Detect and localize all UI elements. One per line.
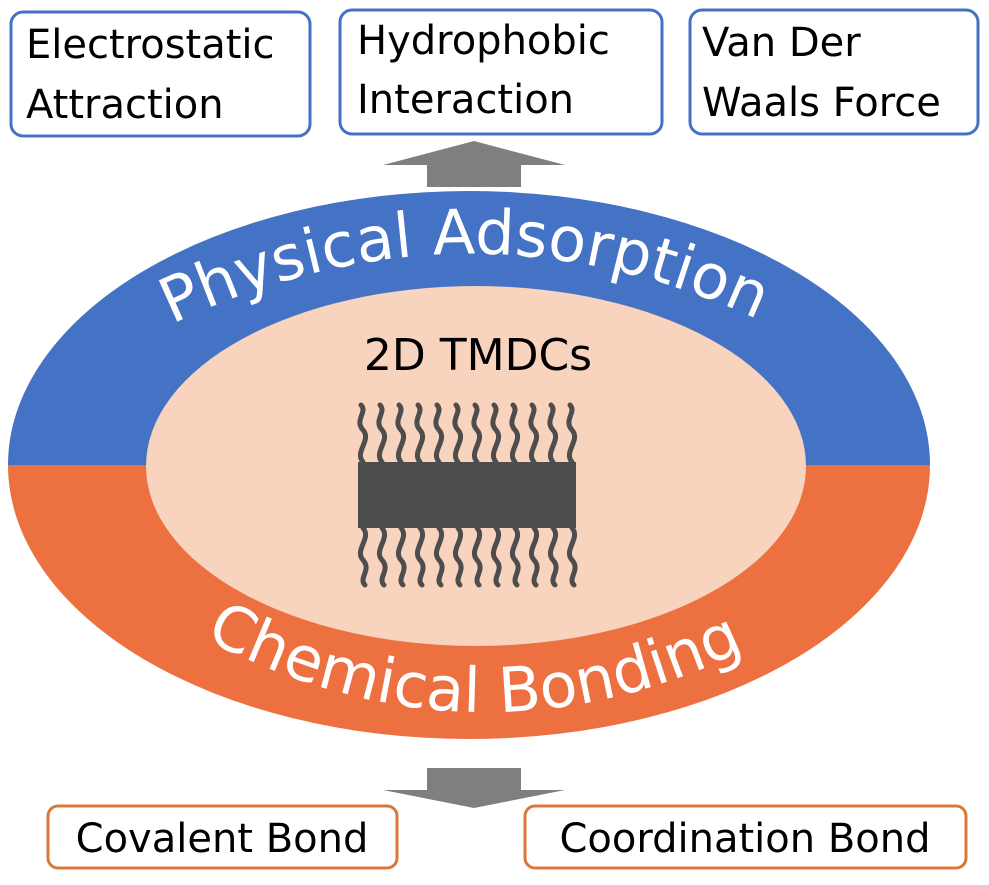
van-der-waals-line2: Waals Force [702, 80, 941, 126]
ligand-chain [414, 525, 426, 588]
ligand-chain [357, 402, 369, 465]
up-arrow-icon [383, 141, 565, 187]
ligand-chain [566, 402, 578, 465]
ligand-chain [547, 402, 559, 465]
ligand-chain [376, 402, 388, 465]
coordination-bond-label: Coordination Bond [560, 816, 931, 862]
ligand-chain [528, 402, 540, 465]
top-box-hydrophobic: Hydrophobic Interaction [338, 8, 664, 136]
hydrophobic-line2: Interaction [357, 77, 574, 123]
top-box-electrostatic: Electrostatic Attraction [9, 10, 312, 138]
bottom-box-covalent: Covalent Bond [46, 804, 399, 870]
electrostatic-line1: Electrostatic [26, 22, 275, 68]
ligand-chain [452, 402, 464, 465]
bottom-box-coordination: Coordination Bond [523, 804, 968, 870]
ligand-chain [509, 402, 521, 465]
ligand-chain [395, 525, 407, 588]
ligand-chain [414, 402, 426, 465]
ligand-chain [509, 525, 521, 588]
ligand-chain [547, 525, 559, 588]
ligand-chain [471, 402, 483, 465]
tmdc-sheet-icon [357, 402, 578, 588]
center-label: 2D TMDCs [364, 330, 592, 381]
ligand-chain [490, 402, 502, 465]
ligand-chain [528, 525, 540, 588]
covalent-bond-label: Covalent Bond [76, 816, 369, 862]
ligand-chain [357, 525, 369, 588]
electrostatic-line2: Attraction [26, 82, 224, 128]
ligand-chain [395, 402, 407, 465]
lower-ligands-icon [357, 525, 578, 588]
ligand-chain [433, 402, 445, 465]
ligand-chain [433, 525, 445, 588]
top-box-van-der-waals: Van Der Waals Force [688, 8, 980, 136]
ligand-chain [471, 525, 483, 588]
van-der-waals-line1: Van Der [702, 20, 861, 66]
ligand-chain [452, 525, 464, 588]
ligand-chain [566, 525, 578, 588]
ligand-chain [490, 525, 502, 588]
upper-ligands-icon [357, 402, 578, 465]
hydrophobic-line1: Hydrophobic [357, 18, 610, 64]
tmdc-sheet [358, 462, 576, 528]
ligand-chain [376, 525, 388, 588]
down-arrow-icon [383, 768, 565, 808]
